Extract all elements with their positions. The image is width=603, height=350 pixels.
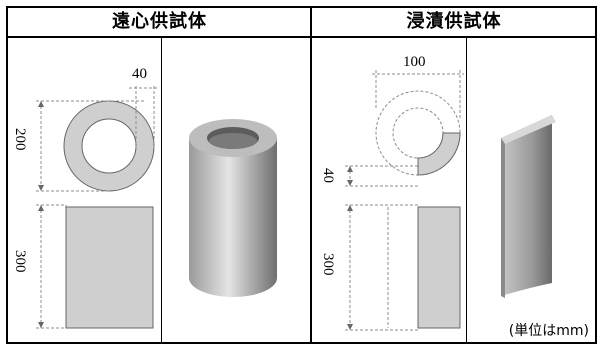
section-divider <box>310 8 312 342</box>
centrifugal-3d-cylinder <box>189 119 277 297</box>
centrifugal-side-view <box>65 206 154 329</box>
centrifugal-column-divider <box>161 38 162 342</box>
header-divider <box>8 36 595 38</box>
centrifugal-top-view <box>63 100 155 192</box>
drawing-canvas: 40 200 300 <box>12 54 556 331</box>
centrifugal-height-label: 300 <box>12 250 28 273</box>
centrifugal-diameter-label: 200 <box>12 128 28 151</box>
centrifugal-wall-label: 40 <box>132 66 147 82</box>
immersion-height-label: 300 <box>320 253 336 276</box>
header-immersion: 浸漬供試体 <box>406 11 502 32</box>
immersion-top-view <box>417 132 461 176</box>
unit-note: (単位はmm) <box>508 323 589 339</box>
immersion-3d-shell <box>501 115 556 298</box>
immersion-column-divider <box>466 38 467 342</box>
immersion-wall-label: 40 <box>320 168 336 183</box>
centrifugal-arrowheads <box>38 101 44 328</box>
immersion-arrowheads <box>347 166 353 330</box>
immersion-side-view <box>417 206 461 329</box>
header-centrifugal: 遠心供試体 <box>112 11 207 32</box>
figure-frame: 遠心供試体 浸漬供試体 <box>6 6 597 344</box>
immersion-diameter-label: 100 <box>403 54 426 70</box>
